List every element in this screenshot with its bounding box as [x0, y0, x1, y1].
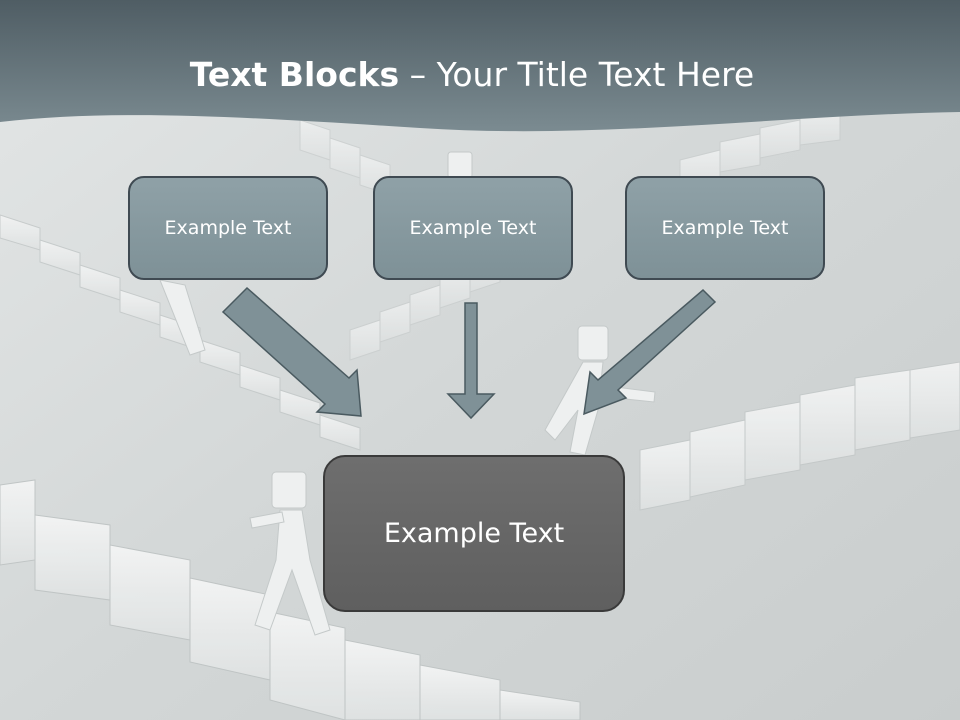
header-band [0, 0, 960, 132]
title-bold: Text Blocks [189, 55, 400, 94]
title-rest: Your Title Text Here [436, 55, 755, 94]
text-block-middle[interactable]: Example Text [373, 176, 573, 280]
slide-title: Text Blocks – Your Title Text Here [0, 52, 944, 98]
title-dash: – [399, 55, 437, 94]
text-block-left[interactable]: Example Text [128, 176, 328, 280]
text-block-center[interactable]: Example Text [323, 455, 625, 612]
text-block-right[interactable]: Example Text [625, 176, 825, 280]
